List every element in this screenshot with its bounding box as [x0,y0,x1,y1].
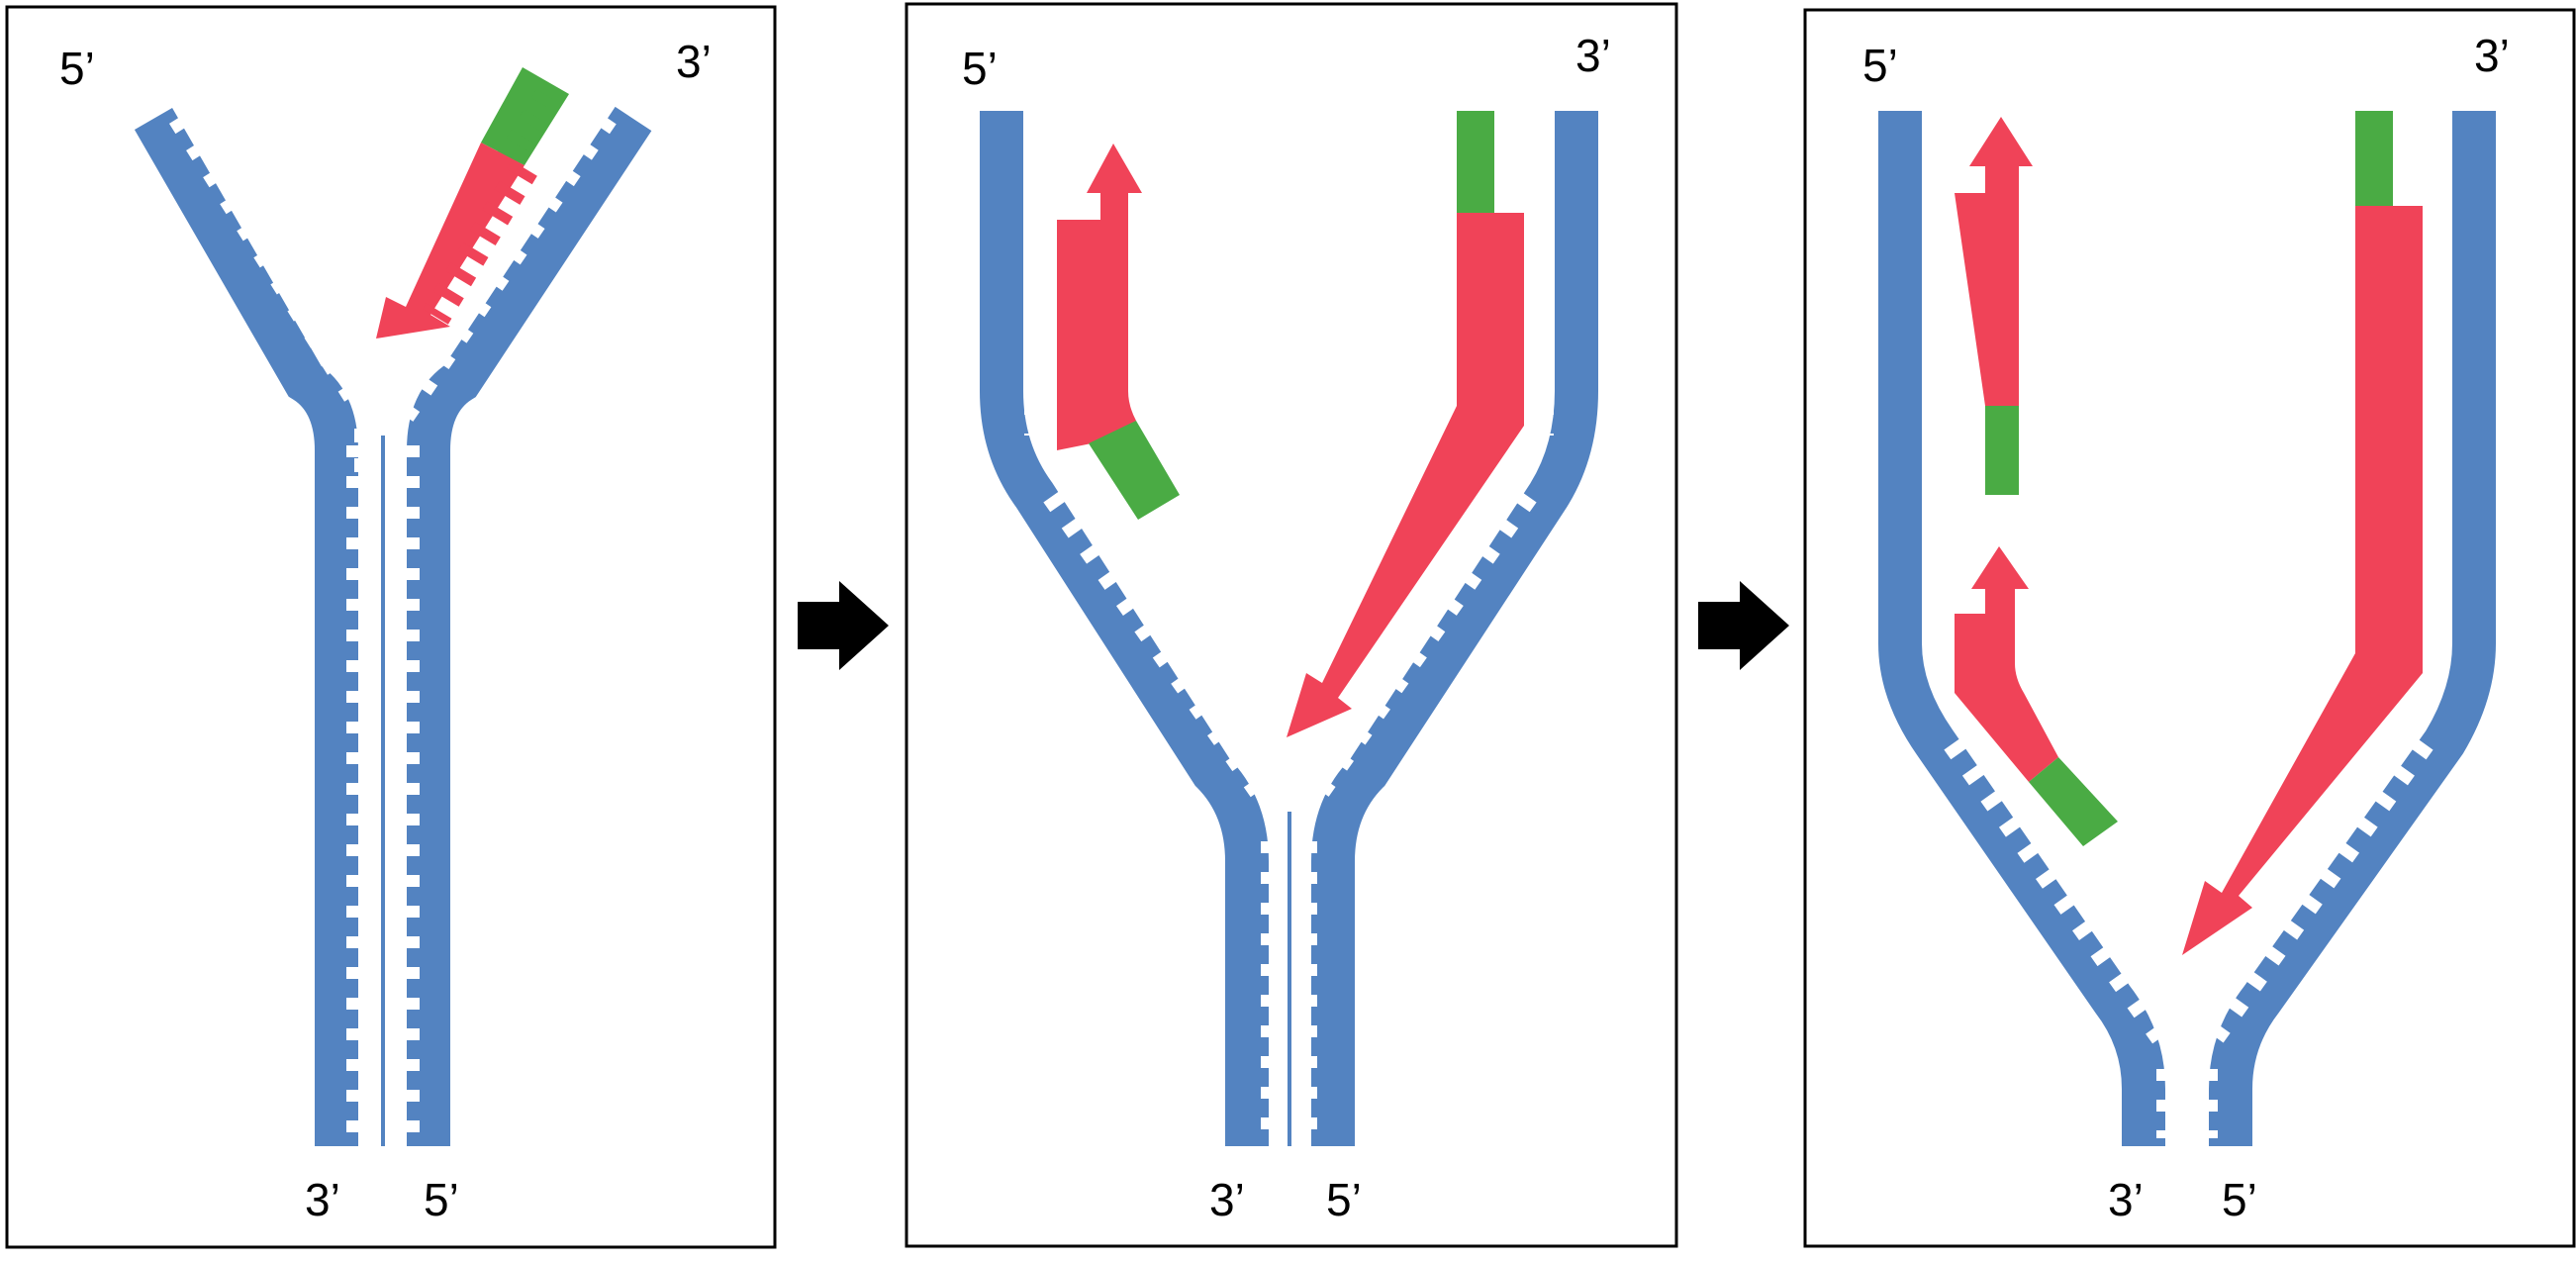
panel-final: 5’ 3’ 3’ 5’ [1803,8,2576,1248]
label-bottom-left: 3’ [2108,1174,2144,1225]
new-strand-leading [2182,111,2423,955]
panel-middle: 5’ 3’ 3’ 5’ [905,2,1678,1248]
new-strand-rungs [423,160,537,325]
label-top-left: 5’ [59,43,95,94]
rungs-arm-left [169,110,392,442]
rungs-arm-left [1043,487,1288,820]
right-arrow-icon [1698,581,1789,670]
new-strand-body [1955,546,2058,782]
panel-frame [5,5,777,1249]
okazaki-fragment-upper [1955,117,2033,495]
panel-frame [1803,8,2576,1248]
new-strand-body [1287,213,1524,737]
base-pairs [354,429,378,472]
label-top-left: 5’ [962,43,998,94]
new-strand-body [2182,206,2423,955]
label-top-right: 3’ [2474,30,2510,81]
template-strand-left [1878,111,2165,1146]
right-arrow-icon [798,581,889,670]
panel-initial: 5’ 3’ 3’ 5’ [5,5,777,1249]
template-strands [1878,111,2496,1146]
label-top-right: 3’ [1575,30,1611,81]
label-top-left: 5’ [1862,40,1898,91]
new-strand-leading [1287,111,1524,737]
rungs-arm-right [1291,487,1537,820]
template-strand-right [407,106,652,1146]
label-bottom-right: 5’ [1326,1174,1362,1225]
label-bottom-left: 3’ [305,1174,340,1225]
new-strand-body [1057,144,1142,450]
primer-block [2355,111,2393,206]
primer-block [1089,421,1180,520]
primer-block [2029,757,2118,846]
template-strand-right [1311,111,1598,1146]
label-bottom-left: 3’ [1209,1174,1245,1225]
new-strand-body [1955,117,2033,406]
panel-frame [905,2,1678,1248]
base-rungs-stem-left [354,429,378,472]
new-strand-lagging-fragment [1057,144,1180,520]
label-top-right: 3’ [676,36,712,87]
label-bottom-right: 5’ [424,1174,459,1225]
okazaki-fragment-lower [1955,546,2118,846]
primer-block [1985,406,2019,495]
template-strand-left [980,111,1269,1146]
template-strand-right [2209,111,2496,1146]
template-strand-left [134,107,358,1146]
template-strands [134,106,652,1146]
new-strand-body [376,143,525,339]
new-strand-leading [376,143,537,339]
rungs-arm-right [377,109,617,443]
template-strands [980,111,1598,1146]
primer-block [1457,111,1494,213]
label-bottom-right: 5’ [2222,1174,2257,1225]
